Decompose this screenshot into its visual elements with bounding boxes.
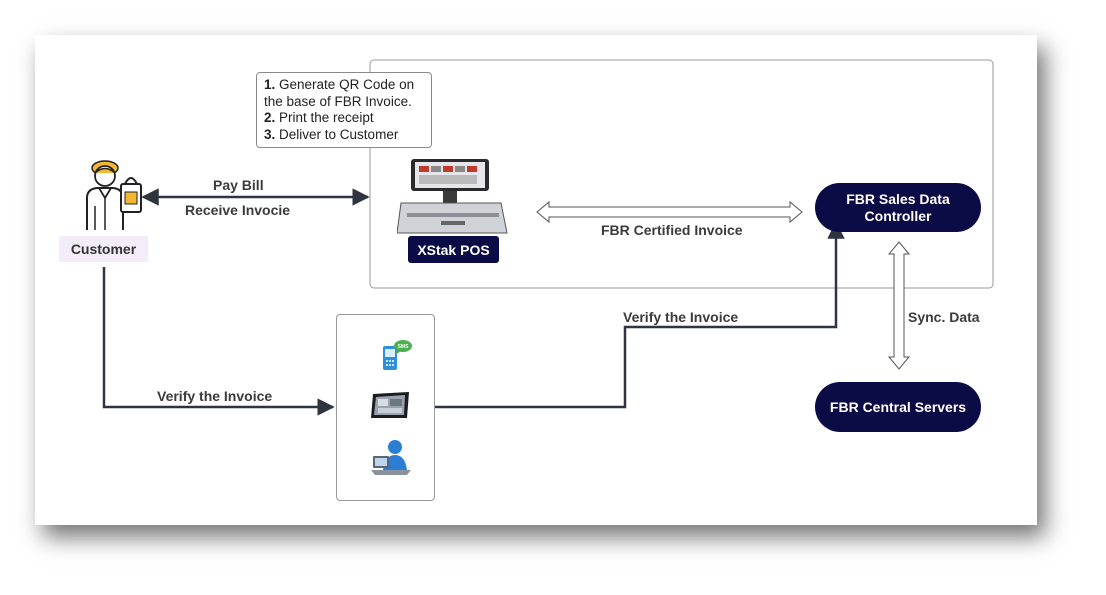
diagram-canvas: 1. Generate QR Code on the base of FBR I… <box>35 35 1037 525</box>
pos-area-container <box>369 59 994 289</box>
step-3: 3. Deliver to Customer <box>264 126 399 142</box>
pos-terminal-icon <box>397 159 508 234</box>
step-2: 2. Print the receipt <box>264 110 374 125</box>
sync-data-label: Sync. Data <box>908 309 980 325</box>
process-steps-note: 1. Generate QR Code on the base of FBR I… <box>256 72 432 148</box>
xstak-pos-node: XStak POS <box>408 236 499 263</box>
customer-label: Customer <box>59 236 148 262</box>
step-1: 1. Generate QR Code on the base of FBR I… <box>264 77 415 109</box>
computer-user-icon <box>371 440 411 475</box>
receive-invoice-label: Receive Invocie <box>185 202 291 218</box>
devices-controller-connector <box>435 221 845 409</box>
verify-invoice-bottom-label: Verify the Invoice <box>157 388 273 404</box>
customer-shopper-icon <box>86 160 142 230</box>
certified-invoice-connector <box>536 200 803 224</box>
sync-data-connector <box>887 241 911 370</box>
fbr-central-servers-node: FBR Central Servers <box>815 382 981 432</box>
connector-layer <box>102 59 994 416</box>
certified-invoice-label: FBR Certified Invoice <box>601 222 743 238</box>
tablet-icon <box>371 392 409 418</box>
customer-verify-connector <box>102 267 335 416</box>
sms-phone-icon: SMS <box>383 340 412 370</box>
svg-text:SMS: SMS <box>398 344 410 350</box>
verify-invoice-top-label: Verify the Invoice <box>623 309 739 325</box>
verification-devices-box <box>336 314 435 501</box>
fbr-sales-data-controller-node: FBR Sales Data Controller <box>815 183 981 232</box>
pay-bill-label: Pay Bill <box>213 177 264 193</box>
